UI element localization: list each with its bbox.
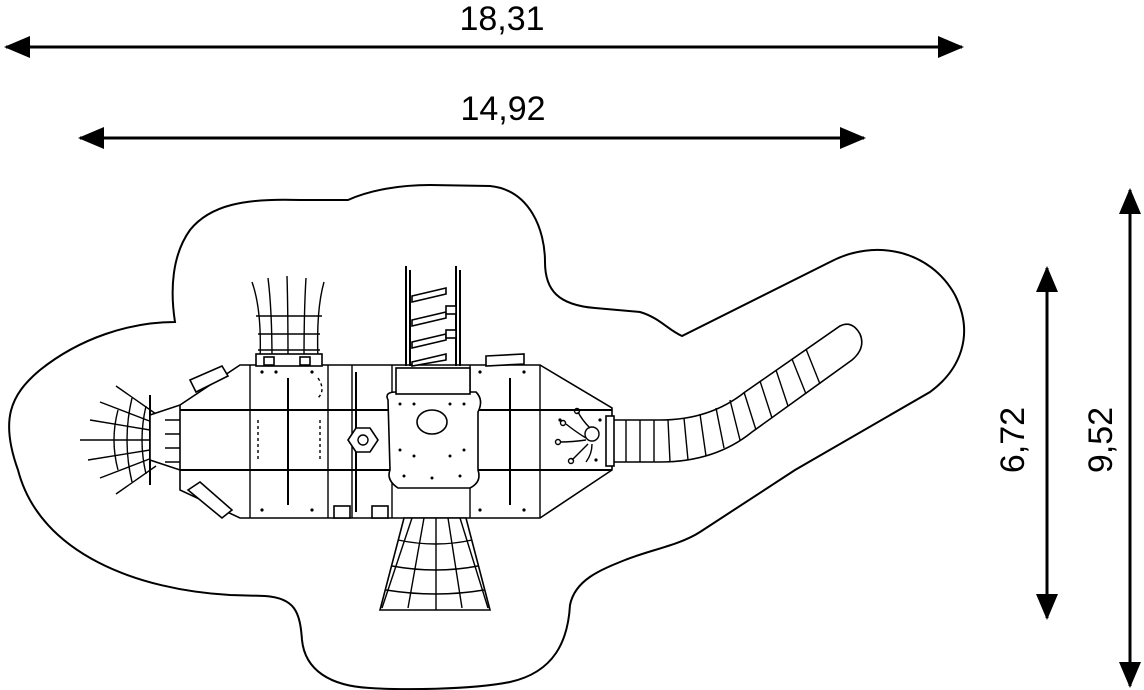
deck-bolts xyxy=(260,370,602,512)
bottom-climbing-net xyxy=(378,517,492,611)
octopus-icon xyxy=(554,407,600,465)
dimension-label-structure-width: 6,72 xyxy=(994,407,1032,473)
top-climbing-net xyxy=(251,275,325,367)
dimension-label-overall-width: 9,52 xyxy=(1082,407,1120,473)
top-ladder xyxy=(405,266,461,367)
roof-rivets xyxy=(398,402,466,480)
safety-zone-outline xyxy=(8,183,965,690)
dimension-overall-length: 18,31 xyxy=(4,0,964,58)
dimension-label-structure-length: 14,92 xyxy=(460,90,545,128)
left-climbing-net xyxy=(80,385,157,495)
side-panels xyxy=(186,353,525,520)
dimension-structure-length: 14,92 xyxy=(78,90,866,149)
dimension-overall-width: 9,52 xyxy=(1082,188,1141,688)
central-tower-roof xyxy=(386,367,482,489)
roof-hatch xyxy=(416,409,448,435)
ship-wheel-icon xyxy=(347,427,379,453)
dimension-structure-width: 6,72 xyxy=(994,266,1058,620)
dimension-label-overall-length: 18,31 xyxy=(459,0,544,38)
tube-slide xyxy=(605,323,863,467)
